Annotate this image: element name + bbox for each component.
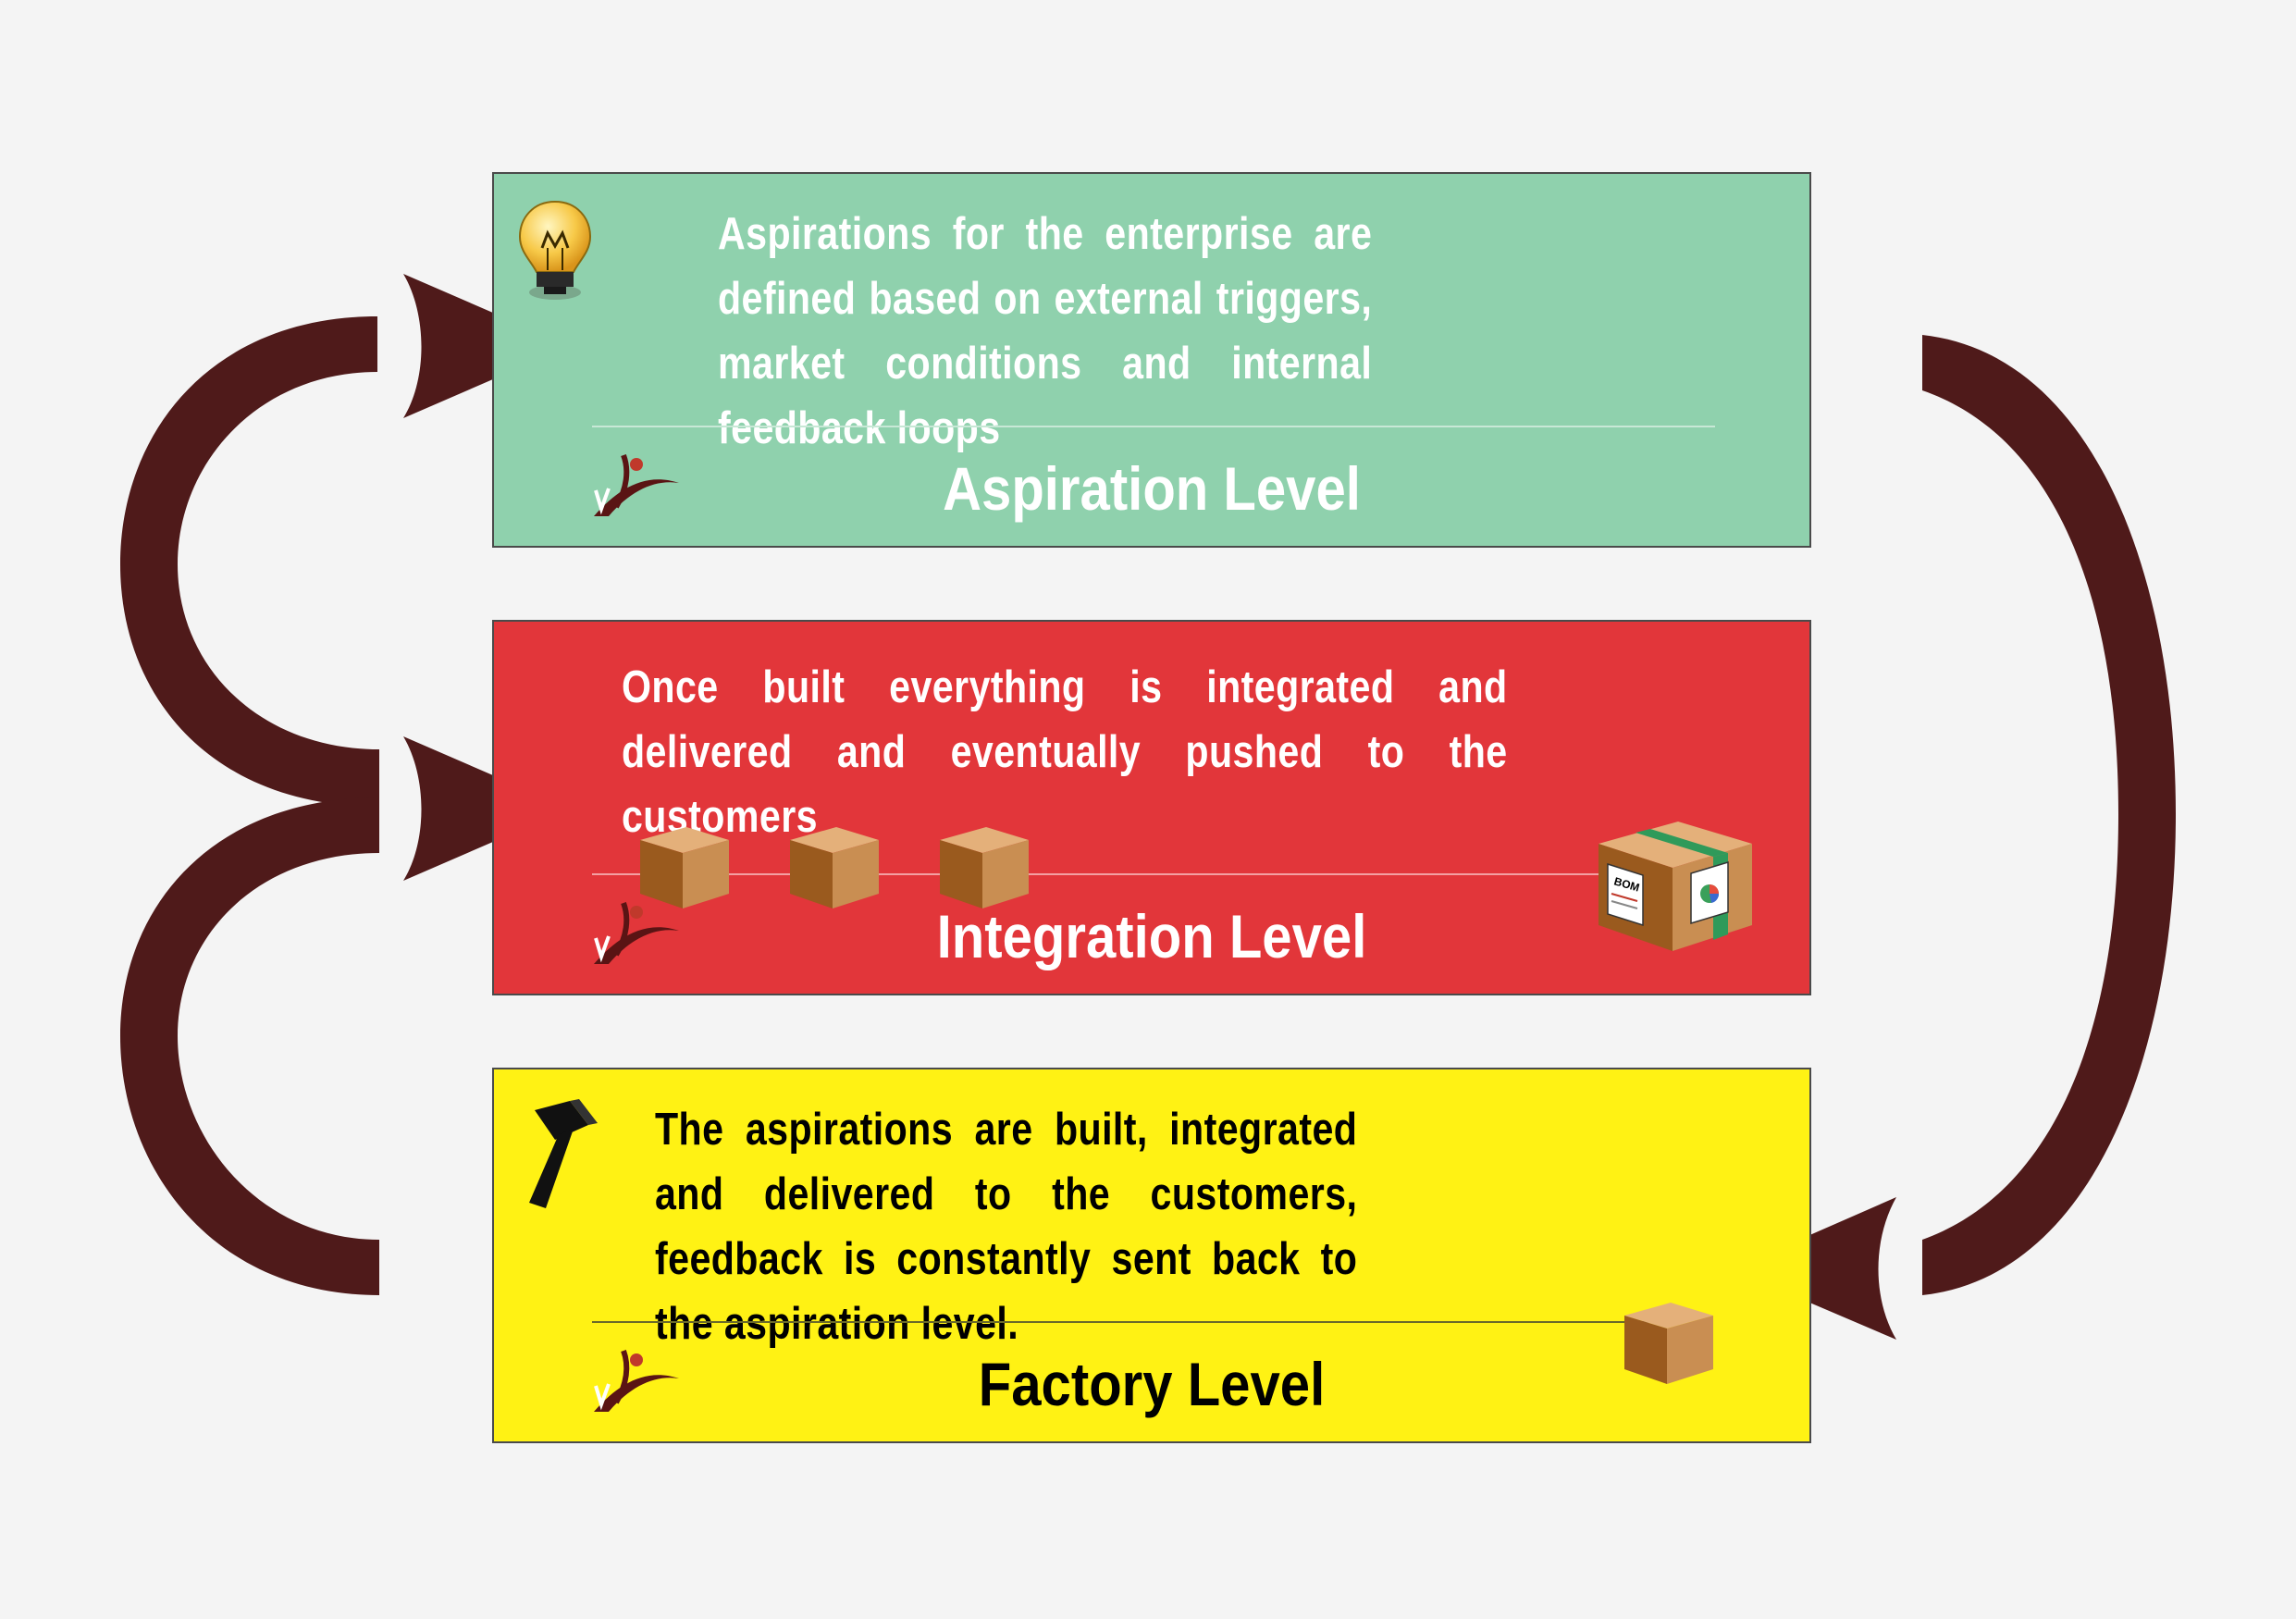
integration-arrowhead (403, 736, 570, 881)
box-icon (640, 827, 729, 908)
factory-arrowhead (1732, 1197, 1896, 1340)
factory-level-panel: The aspirations are built, integrated an… (492, 1068, 1811, 1443)
integration-divider (592, 873, 1693, 875)
lightbulb-icon (518, 200, 592, 300)
integration-title: Integration Level (936, 902, 1367, 970)
aspiration-level-panel: Aspirations for the enterprise are defin… (492, 172, 1811, 548)
aspiration-title: Aspiration Level (943, 454, 1361, 523)
aspiration-divider (592, 426, 1715, 427)
package-icon: BOM (1599, 822, 1752, 951)
integration-level-panel: Once built everything is integrated and … (492, 620, 1811, 995)
logo-icon (594, 453, 679, 516)
box-icon (790, 827, 879, 908)
hammer-icon (529, 1099, 598, 1208)
left-upper-arc-arrow (120, 316, 379, 807)
right-arc-arrow (1922, 335, 2176, 1295)
factory-divider (592, 1321, 1656, 1323)
logo-icon (594, 901, 679, 964)
aspiration-description: Aspirations for the enterprise are defin… (718, 209, 1373, 453)
left-lower-arc-arrow (120, 797, 379, 1295)
factory-description: The aspirations are built, integrated an… (655, 1105, 1358, 1349)
box-icon (940, 827, 1029, 908)
box-icon (1624, 1303, 1713, 1384)
logo-icon (594, 1349, 679, 1412)
aspiration-arrowhead (403, 274, 570, 418)
factory-title: Factory Level (978, 1350, 1326, 1418)
integration-description: Once built everything is integrated and … (622, 662, 1508, 842)
